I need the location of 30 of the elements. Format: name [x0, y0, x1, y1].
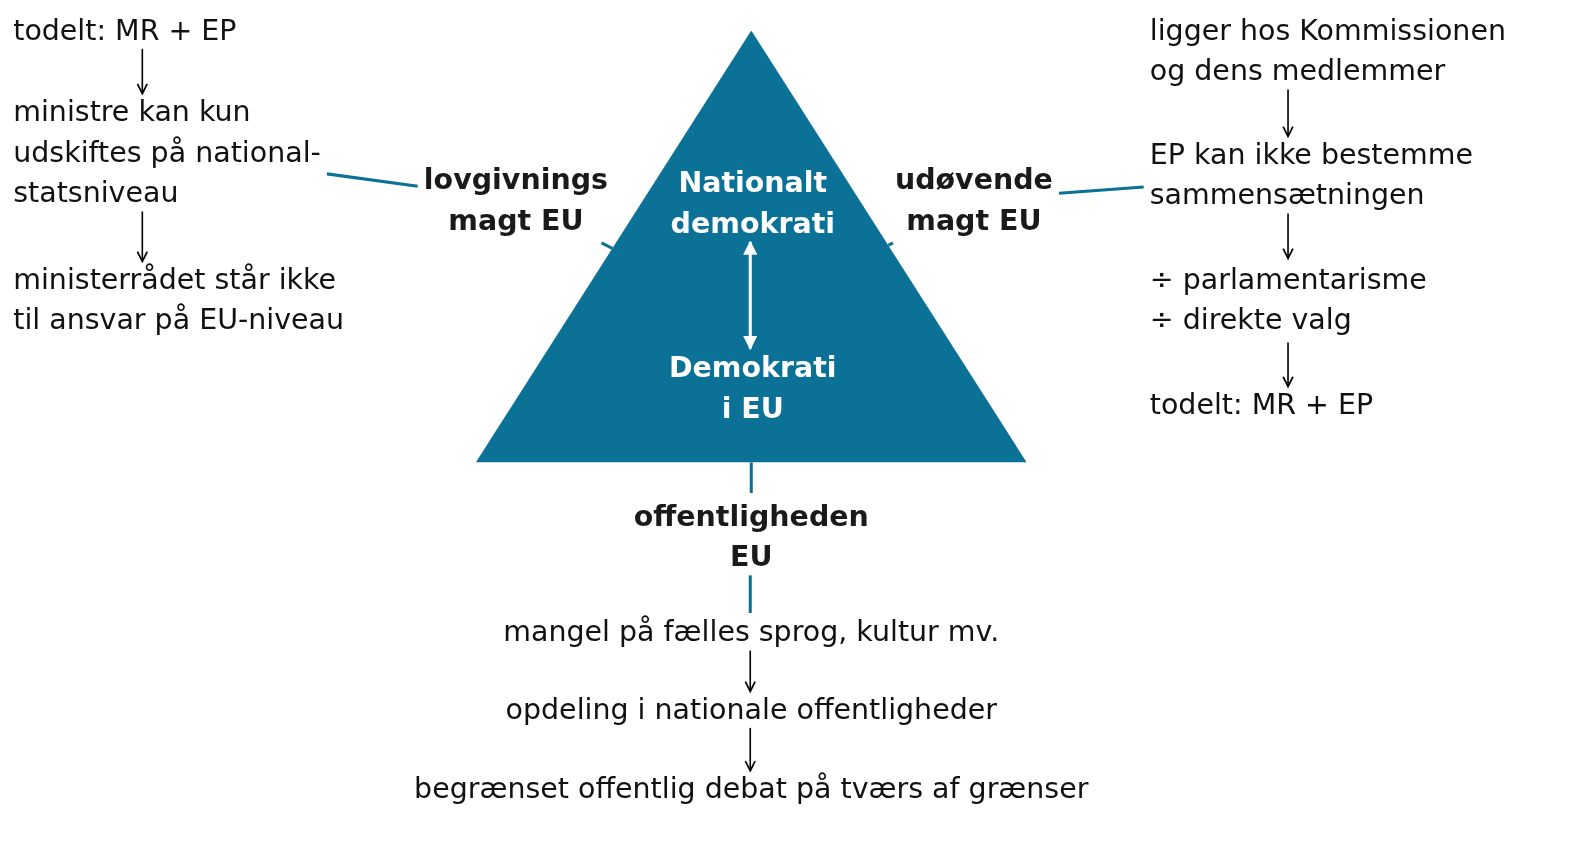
connector-line — [748, 575, 752, 613]
triangle-heading: Demokrati i EU — [663, 347, 842, 429]
connector-line — [600, 241, 613, 250]
arrow — [136, 210, 149, 263]
arrow — [744, 649, 756, 693]
chain-text: mangel på fælles sprog, kultur mv. — [446, 612, 1057, 653]
triangle-heading: Nationalt demokrati — [663, 162, 842, 244]
chain-text: ligger hos Kommissionen og dens medlemmer — [1149, 10, 1521, 92]
connector-line — [887, 241, 894, 247]
chain-text: ministerrådet står ikke til ansvar på EU-niveau — [13, 259, 359, 341]
connector-line — [326, 172, 418, 188]
chain-text: todelt: MR + EP — [1149, 384, 1486, 425]
chain-text: EP kan ikke bestemme sammensætningen — [1149, 134, 1526, 216]
chain-text: ministre kan kun udskiftes på national-statsniveau — [13, 91, 364, 214]
side-label: offentligheden EU — [614, 496, 889, 578]
list-item: ÷ parlamentarisme — [1149, 261, 1428, 298]
list-item: ÷ direkte valg — [1149, 301, 1353, 339]
double-arrow — [743, 240, 758, 351]
arrow — [744, 727, 756, 772]
connector-line — [749, 462, 753, 494]
chain-text: begrænset offentlig debat på tværs af grænser — [344, 768, 1158, 810]
chain-text: opdeling i nationale offentligheder — [446, 689, 1057, 730]
arrow — [136, 48, 149, 95]
arrow — [1282, 341, 1294, 388]
connector-line — [1058, 185, 1144, 195]
side-label: udøvende magt EU — [882, 159, 1066, 241]
arrow — [1282, 212, 1294, 260]
arrow — [1282, 88, 1294, 138]
side-label: lovgivnings magt EU — [411, 159, 621, 241]
chain-text: todelt: MR + EP — [13, 10, 349, 51]
